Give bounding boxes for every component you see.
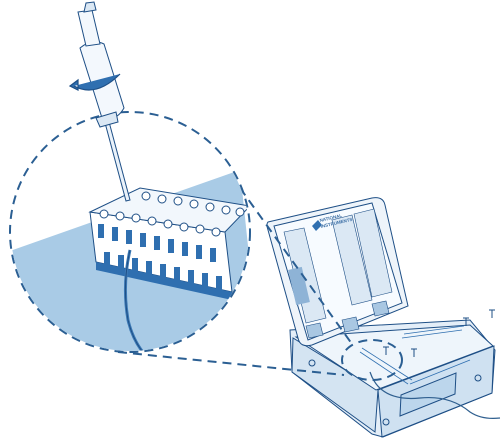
enclosure-icon — [267, 198, 495, 437]
screwdriver-icon — [78, 2, 130, 201]
